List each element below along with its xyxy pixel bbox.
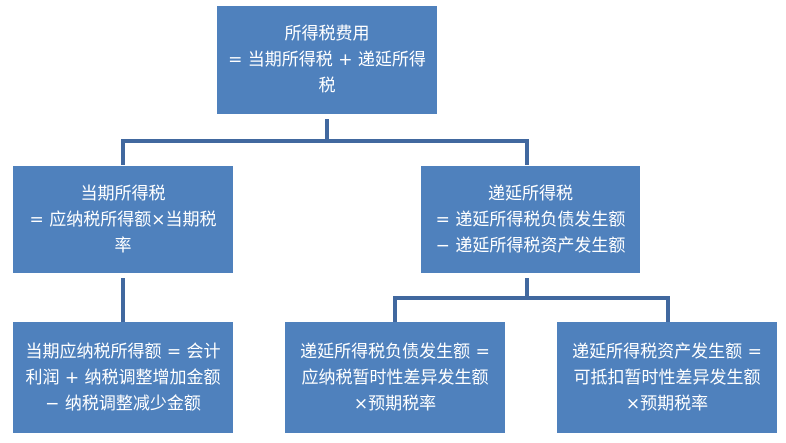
node-deferred-liability: 递延所得税负债发生额 = 应纳税暂时性差异发生额 ×预期税率 [285,322,505,433]
node-taxable-income: 当期应纳税所得额 = 会计 利润 + 纳税调整增加金额 − 纳税调整减少金额 [13,322,233,433]
node-formula: = 递延所得税负债发生额 [435,209,626,230]
node-title: 当期所得税 [80,183,166,204]
node-title: 所得税费用 [284,24,370,44]
node-formula: = 应纳税所得额×当期税 [29,209,217,230]
node-deferred-tax: 递延所得税 = 递延所得税负债发生额 − 递延所得税资产发生额 [421,166,640,273]
node-line: − 纳税调整减少金额 [45,393,201,414]
node-line: 递延所得税资产发生额 = [572,341,762,362]
node-formula-cont: 税 [318,76,336,96]
node-line: ×预期税率 [353,393,437,414]
node-formula: = 当期所得税 + 递延所得 [228,50,426,70]
node-line: 应纳税暂时性差异发生额 [301,367,489,388]
connector-root-to-level2 [121,119,529,165]
connector-deferred-to-children [393,278,670,322]
node-line: 当期应纳税所得额 = 会计 [25,341,221,362]
node-line: 可抵扣暂时性差异发生额 [573,367,761,388]
node-current-tax: 当期所得税 = 应纳税所得额×当期税 率 [13,166,233,273]
node-deferred-asset: 递延所得税资产发生额 = 可抵扣暂时性差异发生额 ×预期税率 [557,322,777,433]
node-line: ×预期税率 [625,393,709,414]
node-formula-cont: 率 [114,235,132,256]
node-line: 递延所得税负债发生额 = [300,341,490,362]
node-income-tax-expense: 所得税费用 = 当期所得税 + 递延所得 税 [217,6,437,114]
node-formula-cont: − 递延所得税资产发生额 [435,235,626,256]
node-title: 递延所得税 [488,183,573,204]
node-line: 利润 + 纳税调整增加金额 [25,367,221,388]
